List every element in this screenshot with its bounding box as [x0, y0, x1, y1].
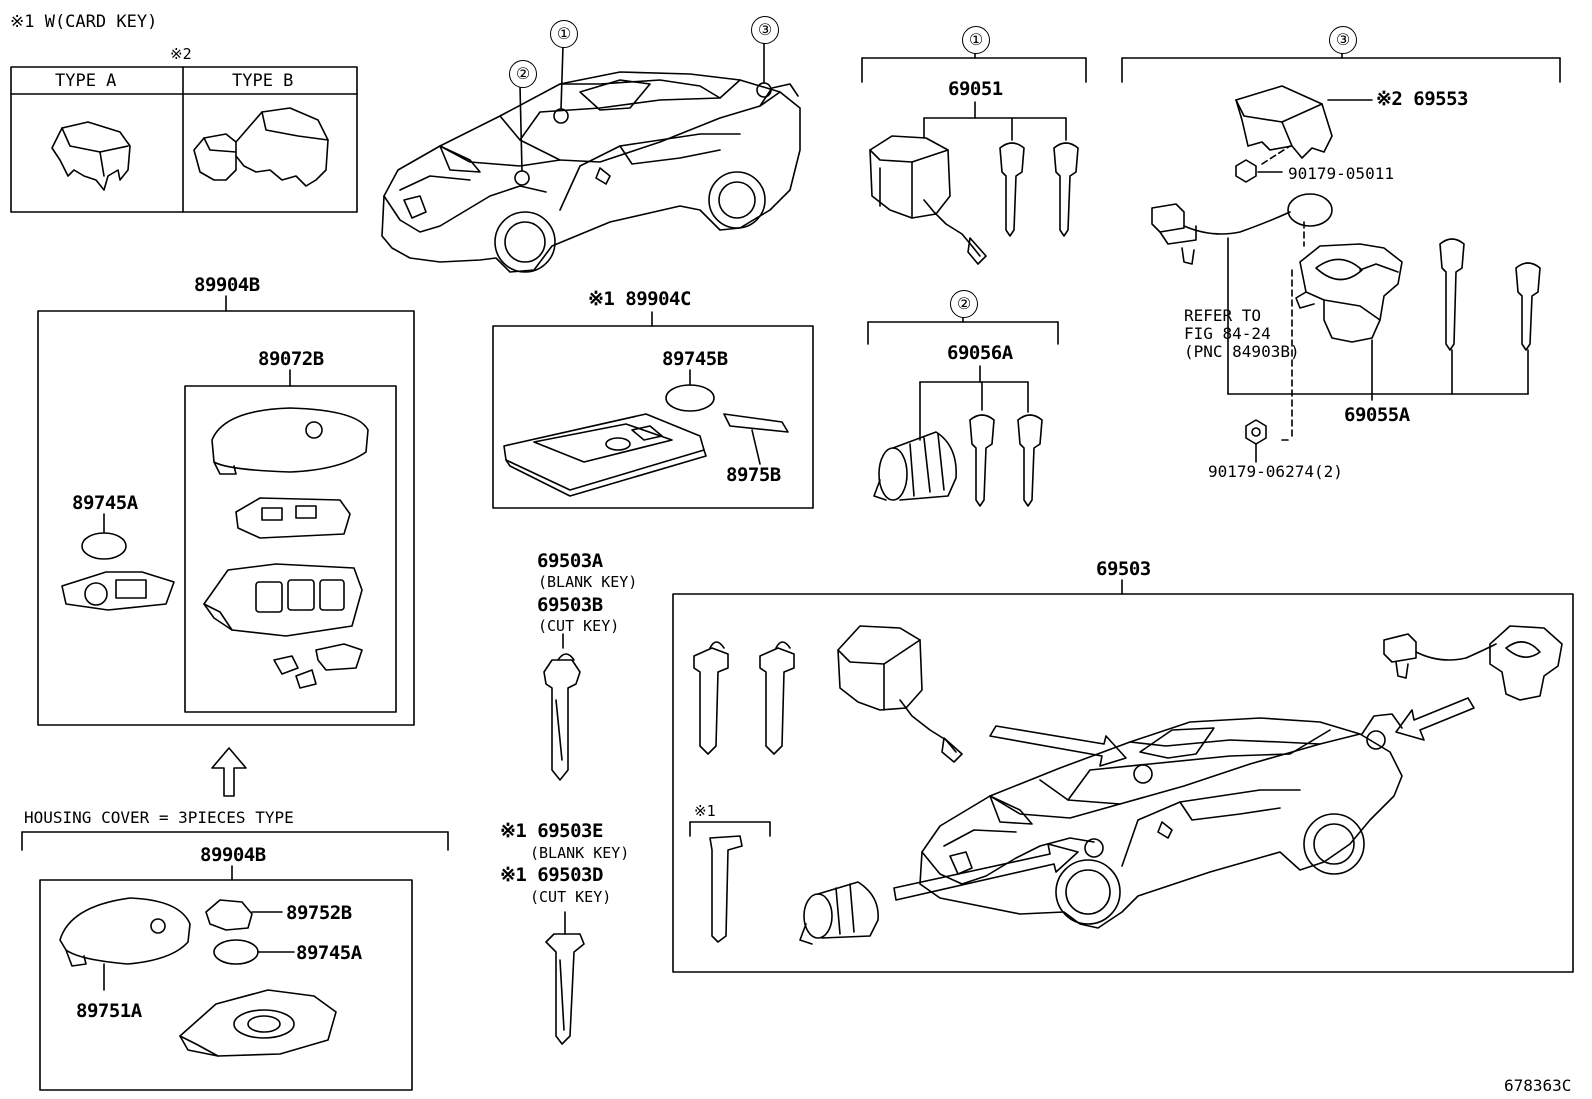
- type-b-label: TYPE B: [232, 71, 294, 91]
- part-69503: 69503: [1096, 558, 1151, 580]
- battery-and-board-drawing: [61, 513, 175, 611]
- part-69056a: 69056A: [947, 342, 1013, 364]
- mechanical-key-69503ed-drawing: [545, 911, 585, 1045]
- part-89904c: ※1 89904C: [588, 288, 691, 310]
- up-arrow-drawing: [211, 747, 247, 797]
- key-pair-1-drawing: [999, 142, 1079, 237]
- mechanical-key-69503ab-drawing: [543, 633, 581, 781]
- type-a-label: TYPE A: [55, 71, 117, 91]
- box-car-drawing: [919, 713, 1403, 929]
- ignition-switch-assy-drawing: [1281, 221, 1403, 441]
- box-immobilizer-drawing: [1383, 625, 1563, 701]
- group-1-bracket: [861, 51, 1087, 83]
- refer-line-2: FIG 84-24: [1184, 324, 1271, 343]
- figure-id: 678363C: [1504, 1076, 1572, 1095]
- cut-key-d-label: (CUT KEY): [530, 888, 612, 906]
- part-69055a: 69055A: [1344, 404, 1410, 426]
- part-89752b: 89752B: [286, 902, 352, 924]
- note-card-key: ※1 W(CARD KEY): [10, 12, 158, 32]
- group-3-leaders: [1227, 237, 1529, 401]
- part-69503e: ※1 69503E: [500, 820, 603, 842]
- group-1-leaders: [923, 101, 1067, 141]
- part-8975b: 8975B: [726, 464, 781, 486]
- housing-cover-bracket: [21, 831, 449, 851]
- part-89745a-bottom: 89745A: [296, 942, 362, 964]
- group-2-bracket: [867, 315, 1059, 345]
- part-89745a-top: 89745A: [72, 492, 138, 514]
- group-3-bracket: [1121, 51, 1561, 83]
- callout-1-group: ①: [962, 26, 990, 54]
- immobilizer-harness-drawing: [1151, 193, 1333, 265]
- box-69503: [672, 579, 1574, 973]
- three-piece-housing-drawing: [59, 897, 337, 1057]
- part-89904b-bottom: 89904B: [200, 844, 266, 866]
- callout-1-car: ①: [550, 20, 578, 48]
- part-69503b: 69503B: [537, 594, 603, 616]
- part-90179-05011: 90179-05011: [1288, 164, 1394, 183]
- part-69503d: ※1 69503D: [500, 864, 603, 886]
- type-table: [10, 66, 358, 213]
- part-89745b: 89745B: [662, 348, 728, 370]
- part-89751a: 89751A: [76, 1000, 142, 1022]
- blank-key-a-label: (BLANK KEY): [538, 573, 638, 591]
- part-69553: ※2 69553: [1376, 88, 1469, 110]
- box-89904b-bottom: [39, 865, 413, 1091]
- refer-line-1: REFER TO: [1184, 306, 1262, 325]
- box-89904c: [492, 311, 814, 509]
- part-69503a: 69503A: [537, 550, 603, 572]
- refer-line-3: (PNC 84903B): [1184, 342, 1300, 361]
- part-69051: 69051: [948, 78, 1003, 100]
- door-lock-cylinder-drawing: [869, 135, 987, 265]
- part-89904b-top: 89904B: [194, 274, 260, 296]
- screw-05011-drawing: [1235, 145, 1291, 183]
- type-b-housing-drawing: [193, 107, 329, 187]
- group-2-leaders: [919, 365, 1029, 441]
- part-90179-06274: 90179-06274(2): [1208, 462, 1343, 481]
- note-2-table: ※2: [170, 45, 192, 63]
- car-top-drawing: [381, 41, 801, 273]
- callout-3-car: ③: [751, 16, 779, 44]
- housing-cover-label: HOUSING COVER = 3PIECES TYPE: [24, 808, 294, 827]
- ignition-cylinder-drawing: [873, 431, 957, 501]
- box-89904b-top: [37, 295, 415, 726]
- cut-key-b-label: (CUT KEY): [538, 617, 620, 635]
- box-door-cylinder-drawing: [837, 625, 963, 763]
- nut-06274-drawing: [1245, 419, 1267, 463]
- key-pair-2-drawing: [969, 414, 1043, 507]
- cover-69553-drawing: [1235, 85, 1373, 159]
- card-key-drawing: [503, 369, 789, 497]
- callout-3-group: ③: [1329, 26, 1357, 54]
- smart-key-exploded-drawing: [203, 407, 369, 689]
- note-1-small: ※1: [694, 802, 716, 820]
- type-a-housing-drawing: [51, 121, 131, 191]
- callout-2-car: ②: [509, 60, 537, 88]
- blank-key-e-label: (BLANK KEY): [530, 844, 630, 862]
- box-keys-drawing: [693, 641, 795, 943]
- callout-2-group: ②: [950, 290, 978, 318]
- key-pair-3-drawing: [1439, 238, 1541, 351]
- box-arrows-drawing: [893, 697, 1475, 901]
- part-89072b: 89072B: [258, 348, 324, 370]
- box-ignition-cylinder-drawing: [799, 881, 879, 945]
